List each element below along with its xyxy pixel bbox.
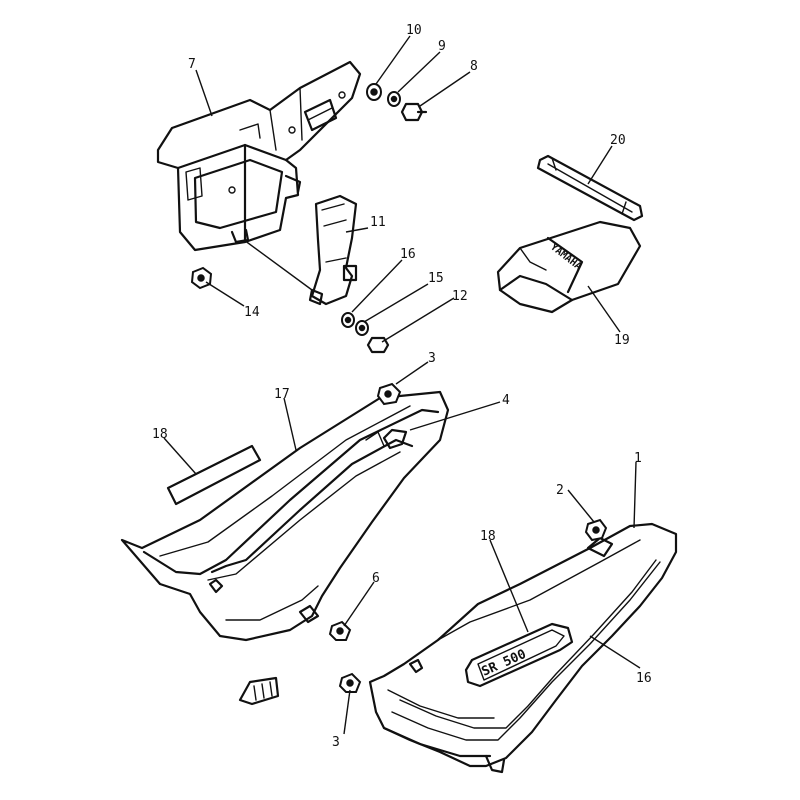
callout-16-upper: 15 bbox=[428, 271, 444, 286]
callout-16-right: 16 bbox=[636, 671, 652, 686]
callout-14: 14 bbox=[244, 305, 260, 320]
side-cover-decal-strip bbox=[166, 444, 262, 506]
callout-20: 20 bbox=[610, 133, 626, 148]
nut-14 bbox=[190, 266, 213, 290]
tool-pouch-brand-text: YAMAHA bbox=[548, 242, 583, 273]
callout-12: 12 bbox=[452, 289, 468, 304]
callout-8: 8 bbox=[470, 59, 478, 74]
sr500-emblem: SR 500 bbox=[464, 622, 574, 688]
small-emblem bbox=[238, 676, 280, 706]
callout-15: 16 bbox=[400, 247, 416, 262]
washer-9-hole bbox=[390, 95, 398, 103]
leader-lines bbox=[163, 35, 641, 735]
washer-13-hole bbox=[358, 324, 366, 332]
left-side-cover bbox=[120, 390, 450, 642]
callout-18-left: 18 bbox=[152, 427, 168, 442]
bolt-12 bbox=[366, 336, 390, 354]
callout-11: 11 bbox=[370, 215, 386, 230]
callout-9: 9 bbox=[438, 39, 446, 54]
tool-pouch: YAMAHA bbox=[496, 220, 642, 314]
callout-19: 19 bbox=[614, 333, 630, 348]
right-side-cover bbox=[368, 522, 678, 774]
grommet-2 bbox=[584, 518, 608, 542]
callout-3-lower: 3 bbox=[332, 735, 340, 750]
callout-10: 10 bbox=[406, 23, 422, 38]
bolt-8 bbox=[400, 102, 428, 122]
callout-17: 17 bbox=[274, 387, 290, 402]
callout-7: 7 bbox=[188, 57, 196, 72]
callout-18-right: 18 bbox=[480, 529, 496, 544]
callout-4: 4 bbox=[502, 393, 510, 408]
tool-pouch-band bbox=[536, 154, 644, 222]
grommet-3-upper bbox=[376, 382, 402, 406]
battery-box bbox=[156, 60, 362, 252]
collar-15-hole bbox=[344, 316, 352, 324]
callout-6: 6 bbox=[372, 571, 380, 586]
callout-3-upper: 3 bbox=[428, 351, 436, 366]
battery-bracket bbox=[308, 194, 358, 306]
callout-numbers: 7 10 9 8 11 16 13 12 14 20 19 3 4 17 18 … bbox=[152, 23, 652, 750]
grommet-3-lower bbox=[338, 672, 362, 693]
damper-6 bbox=[328, 620, 352, 641]
callout-1: 1 bbox=[634, 451, 642, 466]
callout-2: 2 bbox=[556, 483, 564, 498]
grommet-10-hole bbox=[370, 88, 378, 96]
